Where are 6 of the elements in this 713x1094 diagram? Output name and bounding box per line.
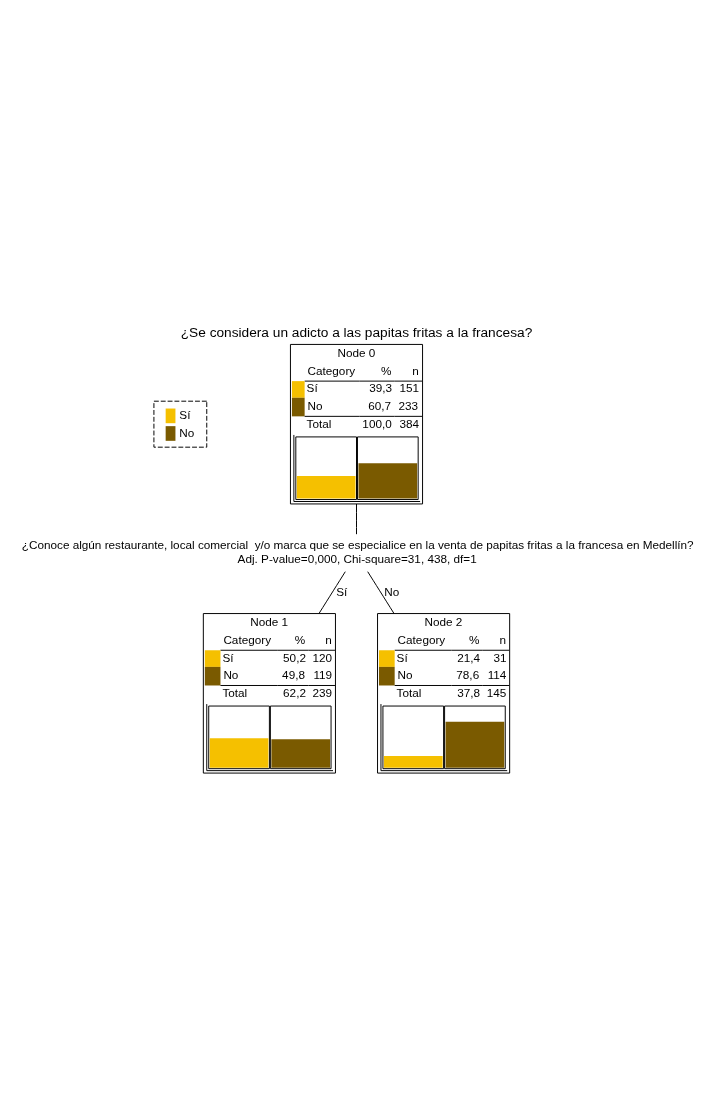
node-text: ¿Conoce algún restaurante, local comercial y/o marca que se especialice en la venta de papitas fritas a la francesa en Medellín? Adj. P-value=0,000, Chi-square=31, 438, df=1 [21, 537, 694, 565]
edge-label: No [384, 584, 400, 598]
edge-label: Sí [336, 584, 348, 598]
legend-label: No [179, 425, 195, 439]
diagram-title: ¿Se considera un adicto a las papitas fritas a la francesa? [180, 324, 533, 340]
legend-label: Sí [179, 407, 191, 421]
